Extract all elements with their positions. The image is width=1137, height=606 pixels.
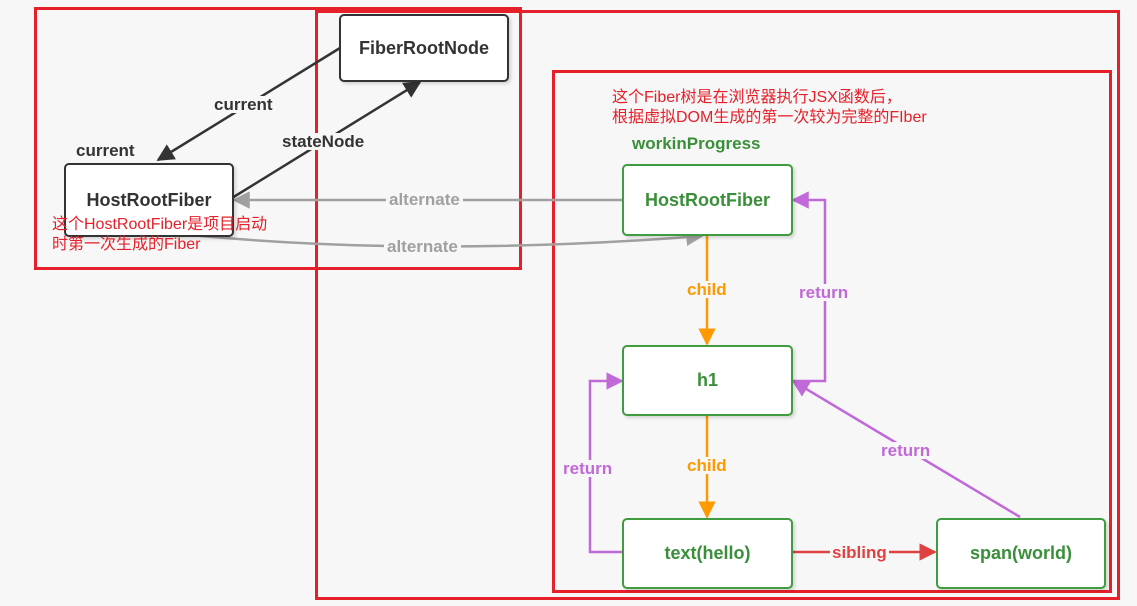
text-hello-node[interactable]: text(hello) — [622, 518, 793, 589]
h1-node[interactable]: h1 — [622, 345, 793, 416]
work-in-progress-frame — [552, 70, 1112, 593]
child-label-2: child — [685, 456, 729, 475]
work-in-progress-note-line-2: 根据虚拟DOM生成的第一次较为完整的FIber — [612, 109, 927, 126]
child-label-1: child — [685, 280, 729, 299]
current-tree-frame — [34, 7, 522, 270]
host-root-fiber-work-in-progress[interactable]: HostRootFiber — [622, 164, 793, 236]
alternate-bottom-label: alternate — [384, 238, 461, 255]
current-edge-label: current — [212, 95, 275, 114]
host-root-fiber-current[interactable]: HostRootFiber — [64, 163, 234, 237]
fiber-root-node[interactable]: FiberRootNode — [339, 14, 509, 82]
current-note-line-2: 时第一次生成的Fiber — [52, 236, 201, 253]
return-label-2: return — [561, 459, 615, 478]
outer-frame — [315, 10, 1120, 600]
alternate-top-label: alternate — [386, 191, 463, 208]
work-in-progress-note: 这个Fiber树是在浏览器执行JSX函数后， 根据虚拟DOM生成的第一次较为完整… — [612, 88, 927, 128]
work-in-progress-note-line-1: 这个Fiber树是在浏览器执行JSX函数后， — [612, 89, 902, 106]
sibling-label: sibling — [830, 543, 889, 562]
current-note-line-1: 这个HostRootFiber是项目启动 — [52, 216, 268, 233]
work-in-progress-label: workinProgress — [632, 134, 761, 153]
state-node-label: stateNode — [280, 132, 367, 151]
return-label-3: return — [879, 441, 933, 460]
span-world-node[interactable]: span(world) — [936, 518, 1106, 589]
return-label-1: return — [797, 283, 851, 302]
current-note: 这个HostRootFiber是项目启动 时第一次生成的Fiber — [52, 215, 267, 255]
current-tree-label: current — [76, 141, 135, 160]
